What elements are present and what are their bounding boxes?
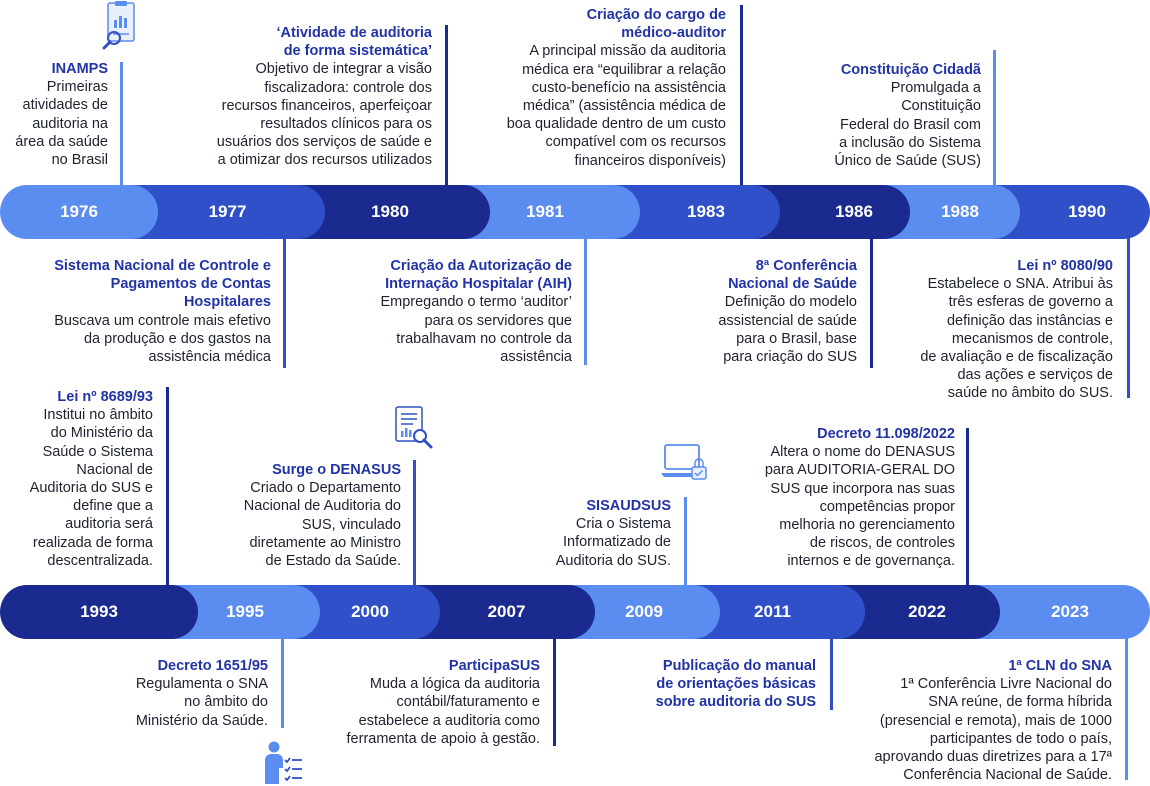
event-description: Estabelece o SNA. Atribui às três esfera… [920,276,1113,402]
event-8-conferencia: 8ª Conferência Nacional de Saúde Definiç… [687,257,857,366]
event-title: Decreto 11.098/2022 [817,426,955,442]
event-description: Buscava um controle mais efetivo da prod… [54,312,271,366]
event-denasus: Surge o DENASUS Criado o Departamento Na… [211,461,401,570]
connector-manual [830,638,833,710]
event-atividade-auditoria: ‘Atividade de auditoria de forma sistemá… [172,24,432,170]
connector-sncph [283,238,286,368]
event-cln-sna: 1ª CLN do SNA 1ª Conferência Livre Nacio… [832,657,1112,784]
event-description: Criado o Departamento Nacional de Audito… [243,480,401,570]
event-description: Institui no âmbito do Ministério da Saúd… [29,407,153,569]
event-decreto-11098: Decreto 11.098/2022 Altera o nome do DEN… [735,425,955,571]
event-title: Constituição Cidadã [840,62,981,78]
event-manual: Publicação do manual de orientações bási… [616,657,816,712]
connector-aih [584,238,587,365]
event-aih: Criação da Autorização de Internação Hos… [332,257,572,366]
event-lei-8080: Lei nº 8080/90 Estabelece o SNA. Atribui… [893,257,1113,403]
event-title: Criação da Autorização de Internação Hos… [385,258,572,293]
connector-lei8080 [1127,238,1130,398]
connector-denasus [413,460,416,585]
event-description: Cria o Sistema Informatizado de Auditori… [555,516,671,569]
connector-lei8689 [166,387,169,585]
event-title: Lei nº 8080/90 [1017,258,1113,274]
event-participasus: ParticipaSUS Muda a lógica da auditoria … [300,657,540,748]
connector-inamps [120,62,123,186]
event-title: 8ª Conferência Nacional de Saúde [728,258,857,293]
event-description: Promulgada a Constituição Federal do Bra… [834,80,981,170]
event-lei-8689: Lei nº 8689/93 Institui no âmbito do Min… [3,388,153,570]
laptop-lock-icon [661,444,707,480]
connector-atividade [445,25,448,185]
year-1993: 1993 [0,585,198,639]
event-title: Decreto 1651/95 [157,658,268,674]
connector-medico-auditor [740,5,743,185]
event-title: ParticipaSUS [448,658,540,674]
event-description: 1ª Conferência Livre Nacional do SNA reú… [874,676,1112,784]
event-title: Surge o DENASUS [272,462,401,478]
connector-participasus [553,638,556,746]
connector-constituicao [993,50,996,185]
connector-sisaudsus [684,497,687,585]
connector-decreto11098 [966,428,969,585]
event-decreto-1651: Decreto 1651/95 Regulamenta o SNA no âmb… [98,657,268,730]
event-description: Empregando o termo ‘auditor’ para os ser… [380,294,572,366]
event-inamps: INAMPS Primeiras atividades de auditoria… [0,60,108,169]
event-title: Lei nº 8689/93 [57,389,153,405]
event-constituicao: Constituição Cidadã Promulgada a Constit… [801,61,981,170]
event-title: INAMPS [51,61,108,77]
event-description: Objetivo de integrar a visão fiscalizado… [216,61,432,169]
event-description: Primeiras atividades de auditoria na áre… [15,79,108,169]
event-description: Regulamenta o SNA no âmbito do Ministéri… [135,676,268,729]
event-title: SISAUDSUS [586,498,671,514]
document-search-icon [395,406,433,449]
connector-cln [1125,638,1128,780]
event-description: Definição do modelo assistencial de saúd… [718,294,857,366]
person-checklist-icon [265,741,302,784]
event-title: Sistema Nacional de Controle e Pagamento… [54,258,271,311]
event-description: Altera o nome do DENASUS para AUDITORIA-… [764,444,955,570]
event-description: Muda a lógica da auditoria contábil/fatu… [346,676,540,747]
event-title: ‘Atividade de auditoria de forma sistemá… [276,25,433,60]
event-sncph: Sistema Nacional de Controle e Pagamento… [11,257,271,366]
event-description: A principal missão da auditoria médica e… [506,43,726,169]
event-sisaudsus: SISAUDSUS Cria o Sistema Informatizado d… [521,497,671,570]
year-1976: 1976 [0,185,158,239]
connector-8conferencia [870,238,873,368]
event-medico-auditor: Criação do cargo de médico-auditor A pri… [456,6,726,170]
connector-decreto1651 [281,638,284,728]
report-clipboard-icon [102,1,135,50]
event-title: Publicação do manual de orientações bási… [655,658,816,711]
event-title: 1ª CLN do SNA [1008,658,1112,674]
event-title: Criação do cargo de médico-auditor [586,7,726,42]
